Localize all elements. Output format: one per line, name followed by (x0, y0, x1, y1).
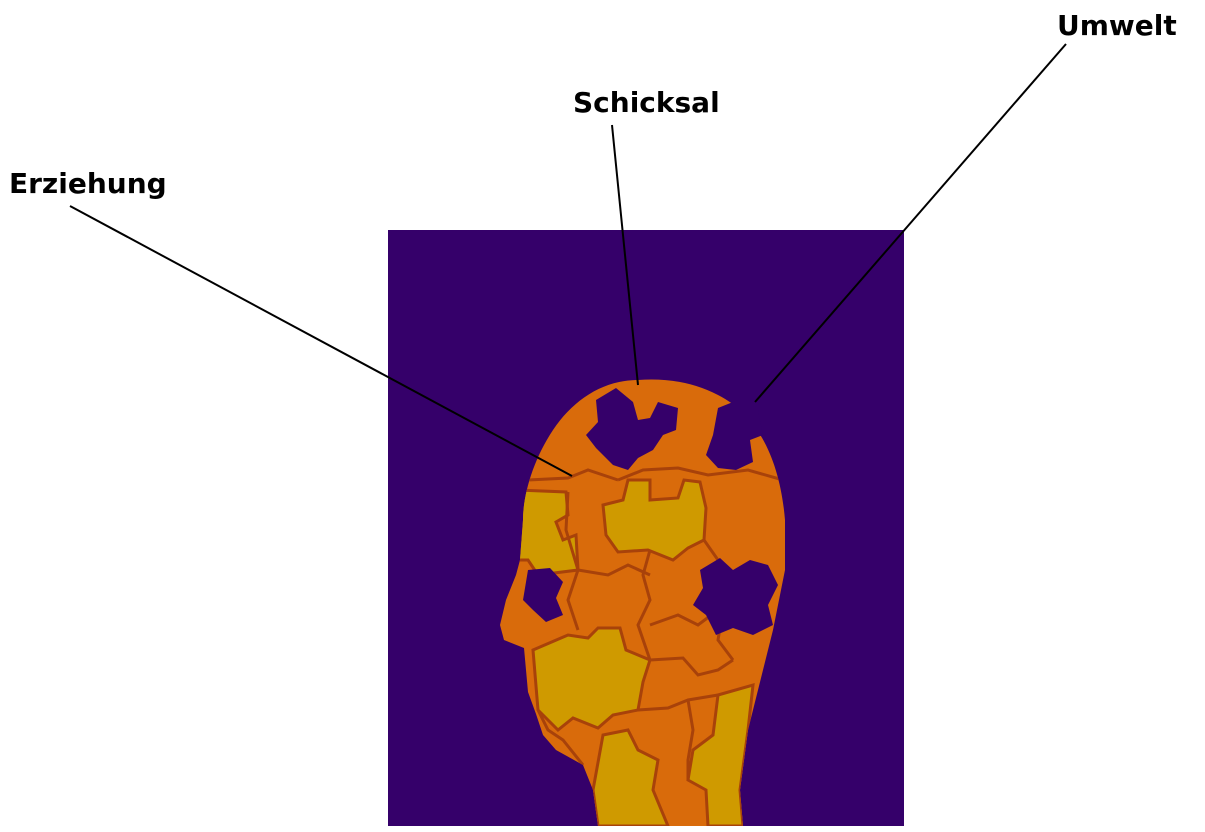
label-erziehung: Erziehung (9, 167, 167, 200)
puzzle-piece-yellow-5 (686, 682, 755, 826)
puzzle-piece-yellow-2 (601, 478, 708, 562)
puzzle-piece-yellow-3 (531, 626, 652, 733)
puzzle-head-illustration (388, 230, 904, 826)
puzzle-piece-yellow-4 (591, 728, 671, 826)
missing-piece-top (586, 388, 678, 470)
puzzle-head-image (388, 230, 904, 826)
missing-piece-top-right (706, 400, 763, 470)
missing-piece-face (523, 568, 563, 622)
label-schicksal: Schicksal (573, 86, 720, 119)
label-umwelt: Umwelt (1057, 9, 1177, 42)
missing-piece-right (693, 558, 778, 635)
